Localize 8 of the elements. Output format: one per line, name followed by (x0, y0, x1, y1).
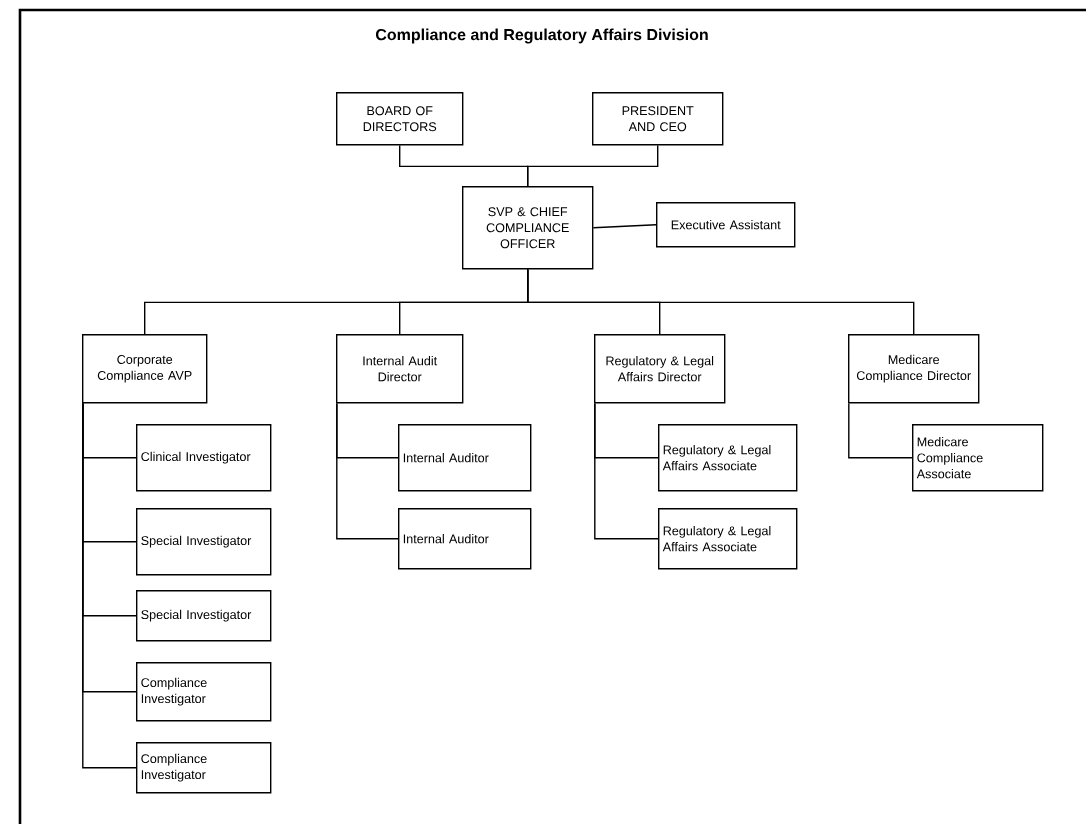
connector-line (594, 402, 659, 540)
connector-line (82, 402, 137, 769)
connector-line (848, 402, 913, 459)
connector-line (527, 144, 659, 187)
title: Compliance and Regulatory Affairs Division (375, 28, 708, 44)
connector-line (336, 402, 399, 540)
connector-line (527, 268, 915, 335)
connector-line (592, 224, 657, 229)
